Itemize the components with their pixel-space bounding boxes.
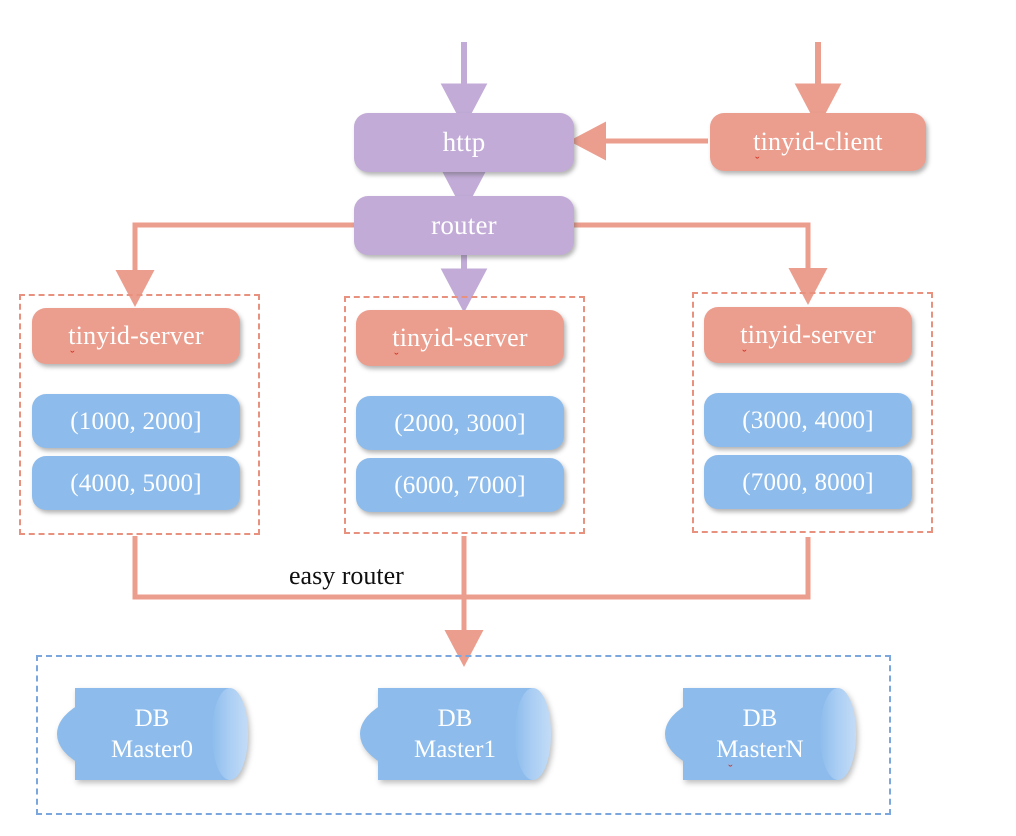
server-2-segment-2[interactable]: (6000, 7000] [356, 458, 564, 512]
server-1-title-label: tinyid-server ˇ [68, 321, 204, 363]
node-tinyid-client-text: tinyid-client [753, 127, 883, 156]
server-1-segment-1[interactable]: (1000, 2000] [32, 394, 240, 448]
db-cylinder-rect [378, 688, 532, 780]
node-http-label: http [442, 127, 486, 157]
server-1-segment-1-label: (1000, 2000] [70, 407, 202, 435]
server-2-title-label: tinyid-server ˇ [392, 323, 528, 365]
server-2-segment-2-label: (6000, 7000] [394, 471, 526, 499]
db-master-0[interactable]: DB Master0 [57, 688, 248, 780]
db-master-1-line1: DB [437, 704, 473, 732]
server-1-segment-2[interactable]: (4000, 5000] [32, 456, 240, 510]
db-master-n-line2: MasterN ˇ [716, 734, 804, 776]
spellcheck-mark-icon: ˇ [728, 762, 733, 778]
node-http[interactable]: http [354, 113, 574, 172]
node-router-label: router [431, 210, 497, 240]
server-1-segment-2-label: (4000, 5000] [70, 469, 202, 497]
server-2-segment-1-label: (2000, 3000] [394, 409, 526, 437]
spellcheck-mark-icon: ˇ [755, 154, 760, 169]
server-3-segment-2[interactable]: (7000, 8000] [704, 455, 912, 509]
server-1-title-text: tinyid-server [68, 321, 204, 350]
db-master-1-label: DB Master1 [360, 688, 550, 780]
db-cylinder-rect [75, 688, 229, 780]
db-master-1[interactable]: DB Master1 [360, 688, 551, 780]
edge-servers-to-db [132, 536, 811, 668]
db-master-n[interactable]: DB MasterN ˇ [665, 688, 856, 780]
server-3-title-label: tinyid-server ˇ [740, 320, 876, 362]
db-master-1-line2: Master1 [414, 736, 496, 763]
db-cylinder-cap [212, 688, 248, 780]
db-cylinder-cap [820, 688, 856, 780]
spellcheck-mark-icon: ˇ [742, 347, 747, 362]
db-master-0-line2: Master0 [111, 736, 193, 763]
server-3-title-text: tinyid-server [740, 320, 876, 349]
db-cylinder-rect [683, 688, 837, 780]
server-3-title[interactable]: tinyid-server ˇ [704, 307, 912, 363]
db-master-0-label: DB Master0 [57, 688, 247, 780]
edge-router-to-server1 [115, 222, 354, 308]
node-tinyid-client-label: tinyid-client ˇ [753, 127, 883, 169]
db-master-n-line1: DB [742, 704, 778, 732]
server-3-segment-1[interactable]: (3000, 4000] [704, 393, 912, 447]
db-master-n-label: DB MasterN ˇ [665, 688, 855, 780]
edge-router-to-server3 [574, 222, 828, 306]
db-master-0-line1: DB [134, 704, 170, 732]
spellcheck-mark-icon: ˇ [394, 350, 399, 365]
server-2-title[interactable]: tinyid-server ˇ [356, 310, 564, 366]
server-3-segment-1-label: (3000, 4000] [742, 406, 874, 434]
edge-label-easy-router-text: easy router [289, 561, 404, 590]
node-router[interactable]: router [354, 196, 574, 255]
node-tinyid-client[interactable]: tinyid-client ˇ [710, 113, 926, 171]
server-2-title-text: tinyid-server [392, 323, 528, 352]
server-3-segment-2-label: (7000, 8000] [742, 468, 874, 496]
db-cylinder-cap [515, 688, 551, 780]
edge-label-easy-router: easy router [283, 561, 410, 591]
spellcheck-mark-icon: ˇ [70, 348, 75, 363]
server-2-segment-1[interactable]: (2000, 3000] [356, 396, 564, 450]
server-1-title[interactable]: tinyid-server ˇ [32, 308, 240, 364]
db-master-n-line2-text: MasterN [716, 736, 804, 763]
